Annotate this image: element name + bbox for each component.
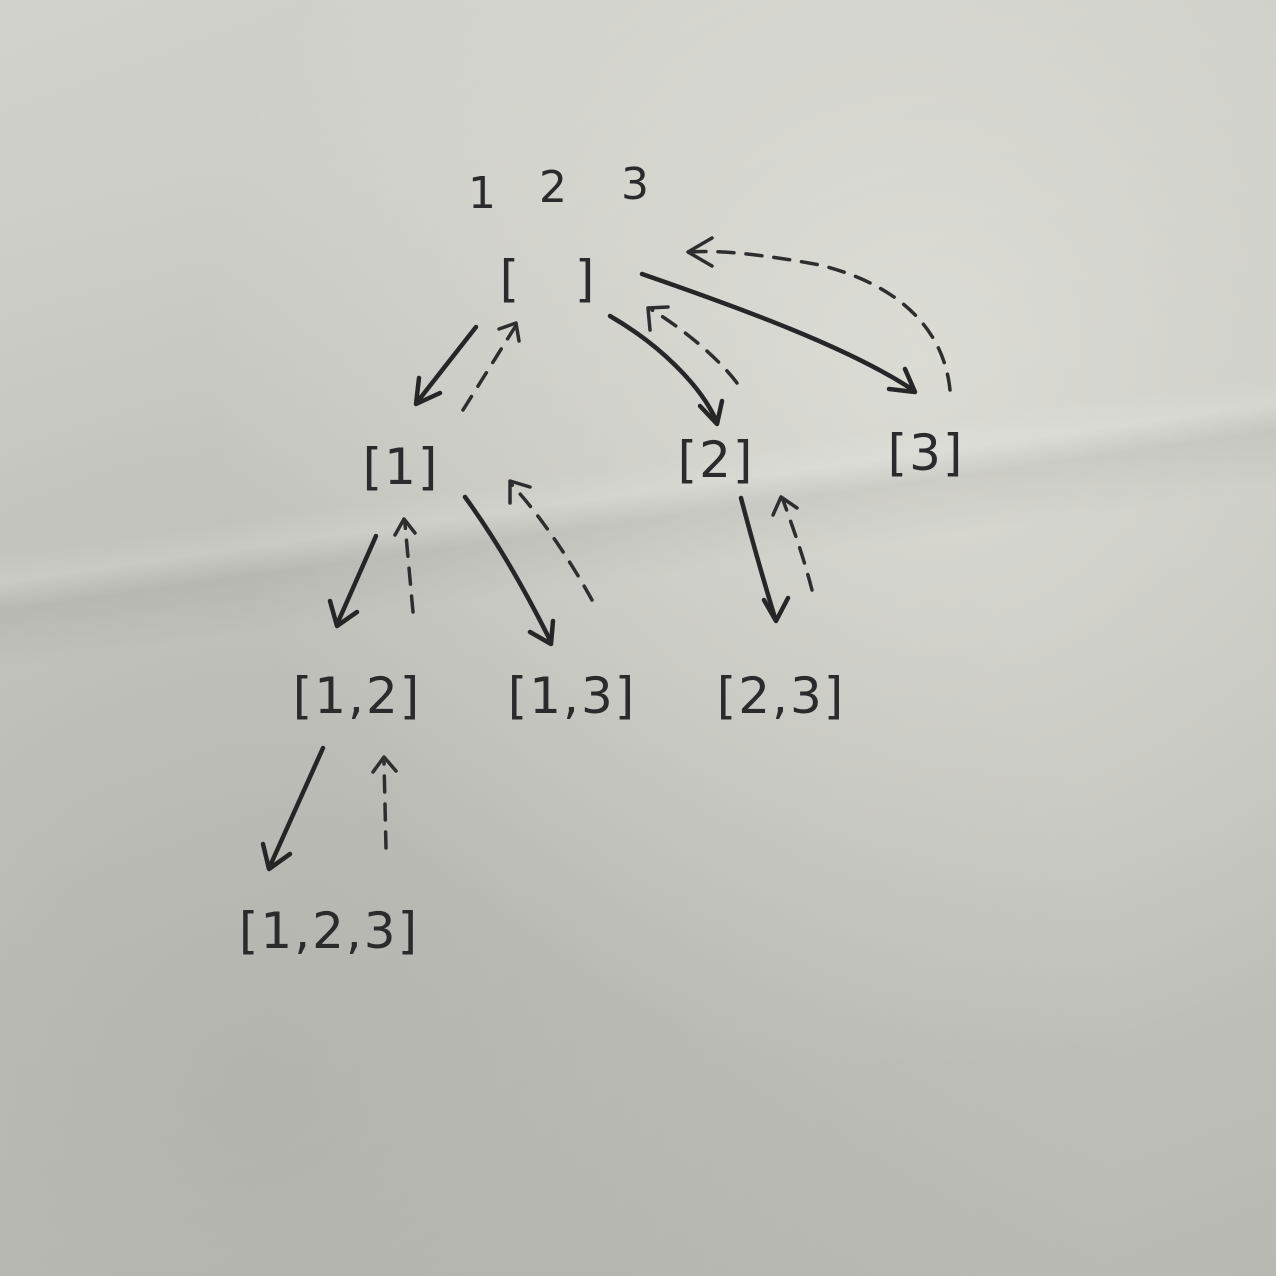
edge-1-3-to-1-return — [508, 479, 594, 602]
tree-nodes: [ ] [1] [2] [3] [1,2] [1,3] [2,3] [1,2,3… — [239, 250, 965, 960]
edge-1-to-1-2 — [327, 533, 379, 629]
input-element-3: 3 — [621, 159, 649, 210]
edge-2-3-to-2-return — [771, 495, 814, 592]
node-1-2-3: [1,2,3] — [239, 902, 419, 960]
edge-1-2-to-1-2-3 — [260, 745, 326, 872]
edge-1-2-3-to-1-2-return — [371, 755, 398, 850]
input-elements-header: 1 2 3 — [468, 159, 649, 219]
node-1: [1] — [363, 438, 440, 496]
edge-2-to-2-3 — [738, 495, 791, 624]
edge-root-to-2 — [607, 313, 725, 427]
input-element-1: 1 — [468, 168, 496, 219]
edge-root-to-3 — [639, 271, 918, 395]
edge-1-2-to-1-return — [393, 517, 417, 614]
edge-3-to-root-return — [686, 236, 952, 392]
edge-2-to-root-return — [646, 305, 739, 385]
node-1-3: [1,3] — [508, 667, 637, 725]
node-root-empty: [ ] — [500, 250, 597, 308]
input-element-2: 2 — [539, 162, 567, 213]
tree-edges — [260, 236, 952, 872]
edge-root-to-1 — [413, 324, 479, 407]
node-1-2: [1,2] — [293, 667, 422, 725]
edge-1-to-root-return — [461, 321, 521, 412]
node-3: [3] — [888, 424, 965, 482]
edge-1-to-1-3 — [462, 494, 556, 647]
node-2: [2] — [678, 431, 755, 489]
node-2-3: [2,3] — [717, 667, 846, 725]
